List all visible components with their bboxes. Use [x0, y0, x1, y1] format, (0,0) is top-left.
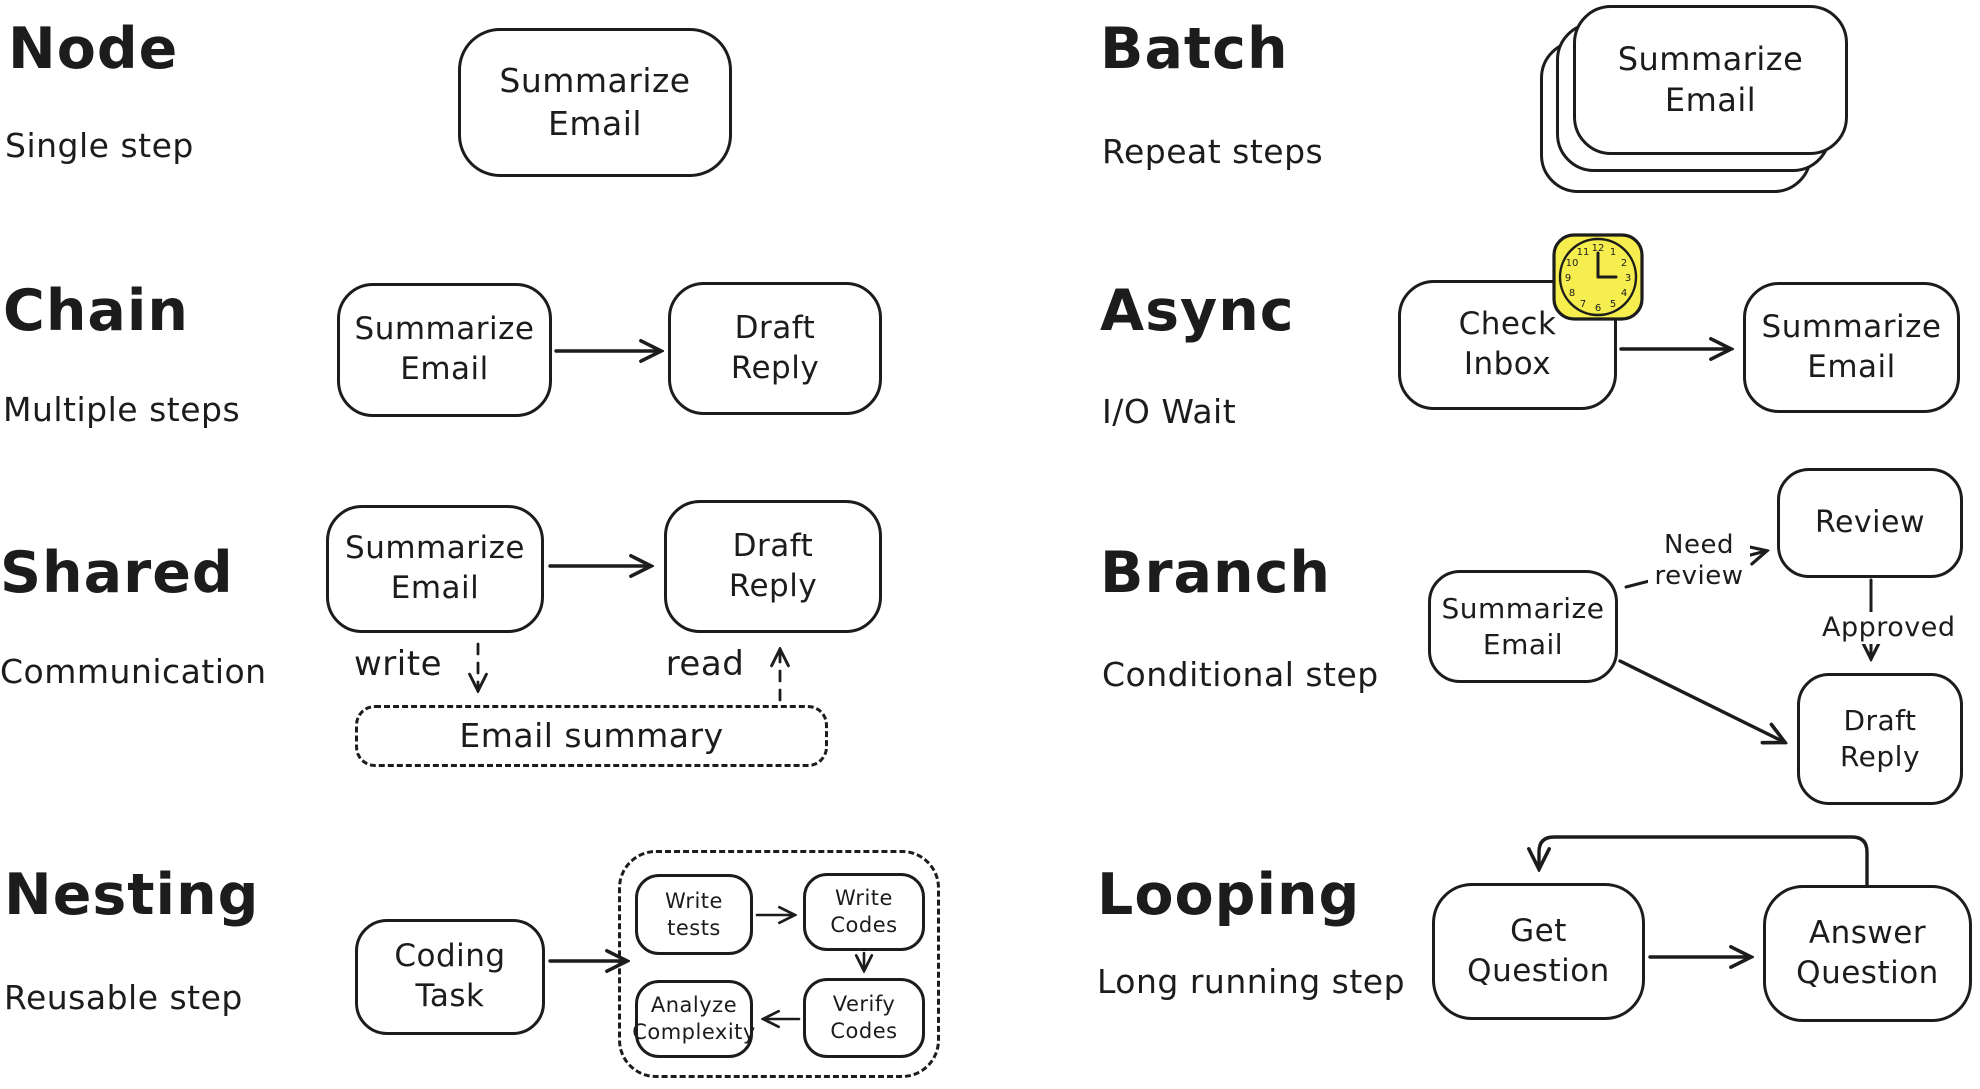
nesting-inner1-label: Write tests [665, 888, 723, 940]
chain-subtitle: Multiple steps [3, 390, 241, 429]
node-title: Node [8, 16, 179, 82]
nesting-outer-step-box: Coding Task [355, 919, 545, 1035]
looping-step1-label: Get Question [1467, 912, 1610, 989]
nesting-inner3-label: Analyze Complexity [632, 993, 756, 1044]
shared-step1-box: Summarize Email [326, 505, 544, 633]
async-subtitle: I/O Wait [1102, 392, 1237, 431]
nesting-inner2-box: Write Codes [803, 873, 925, 951]
branch-title: Branch [1100, 540, 1331, 606]
looping-back-arrow [1539, 835, 1869, 888]
clock-number: 4 [1621, 288, 1627, 299]
async-step2-box: Summarize Email [1743, 282, 1960, 413]
batch-title: Batch [1100, 16, 1289, 82]
branch-subtitle: Conditional step [1102, 655, 1379, 694]
chain-step2-label: Draft Reply [730, 309, 820, 386]
looping-step2-label: Answer Question [1796, 914, 1939, 991]
shared-store-label: Email summary [459, 715, 724, 755]
clock-number: 5 [1610, 299, 1616, 310]
async-step2-label: Summarize Email [1761, 308, 1942, 385]
clock-number: 3 [1625, 273, 1631, 284]
node-step-label: Summarize Email [499, 61, 691, 143]
batch-step-label: Summarize Email [1617, 40, 1804, 119]
branch-review-box: Review [1777, 468, 1963, 578]
batch-card-front: Summarize Email [1573, 5, 1848, 155]
node-subtitle: Single step [5, 126, 194, 165]
clock-number: 11 [1577, 247, 1590, 258]
nesting-subtitle: Reusable step [4, 978, 243, 1017]
clock-number: 9 [1565, 273, 1571, 284]
branch-review-label: Review [1814, 504, 1926, 540]
branch-approved-label: Approved [1818, 612, 1955, 645]
branch-source-label: Summarize Email [1441, 591, 1605, 661]
clock-number: 12 [1592, 243, 1605, 254]
clock-face [1558, 237, 1638, 317]
shared-step1-label: Summarize Email [345, 530, 525, 606]
shared-write-label: write [354, 644, 442, 684]
clock-number: 10 [1566, 258, 1579, 269]
clock-icon: 12 1 2 3 4 5 6 7 8 9 10 11 [1552, 233, 1644, 321]
nesting-outer-step-label: Coding Task [394, 938, 506, 1014]
branch-target-box: Draft Reply [1797, 673, 1963, 805]
nesting-inner4-box: Verify Codes [803, 978, 925, 1058]
nesting-title: Nesting [4, 862, 260, 928]
nesting-inner1-box: Write tests [635, 874, 753, 955]
shared-step2-label: Draft Reply [728, 527, 818, 604]
looping-step1-box: Get Question [1432, 883, 1645, 1020]
chain-step1-label: Summarize Email [354, 311, 535, 387]
branch-source-box: Summarize Email [1428, 570, 1618, 683]
clock-number: 2 [1621, 258, 1627, 269]
chain-title: Chain [3, 278, 189, 344]
looping-subtitle: Long running step [1097, 962, 1406, 1001]
shared-read-label: read [665, 644, 745, 684]
clock-numbers: 12 1 2 3 4 5 6 7 8 9 10 11 [1565, 243, 1631, 314]
shared-step2-box: Draft Reply [664, 500, 882, 633]
shared-store-box: Email summary [355, 705, 828, 767]
nesting-inner2-label: Write Codes [830, 886, 898, 937]
async-title: Async [1100, 278, 1295, 344]
clock-number: 8 [1569, 288, 1575, 299]
node-step-box: Summarize Email [458, 28, 732, 177]
clock-number: 1 [1610, 247, 1616, 258]
looping-title: Looping [1097, 862, 1361, 928]
async-step1-label: Check Inbox [1458, 306, 1557, 382]
shared-title: Shared [0, 540, 234, 606]
branch-need-review-label: Need review [1648, 530, 1750, 593]
looping-step2-box: Answer Question [1763, 885, 1972, 1022]
branch-direct-arrow [1618, 659, 1784, 742]
chain-step2-box: Draft Reply [668, 282, 882, 415]
shared-subtitle: Communication [0, 652, 267, 691]
clock-hands [1596, 251, 1618, 279]
nesting-inner3-box: Analyze Complexity [632, 980, 756, 1058]
chain-step1-box: Summarize Email [337, 283, 552, 417]
nesting-inner4-label: Verify Codes [830, 992, 898, 1043]
async-step1-box: Check Inbox [1398, 280, 1617, 410]
batch-subtitle: Repeat steps [1102, 132, 1324, 171]
clock-number: 7 [1580, 299, 1586, 310]
clock-number: 6 [1595, 303, 1601, 314]
branch-target-label: Draft Reply [1839, 704, 1921, 773]
